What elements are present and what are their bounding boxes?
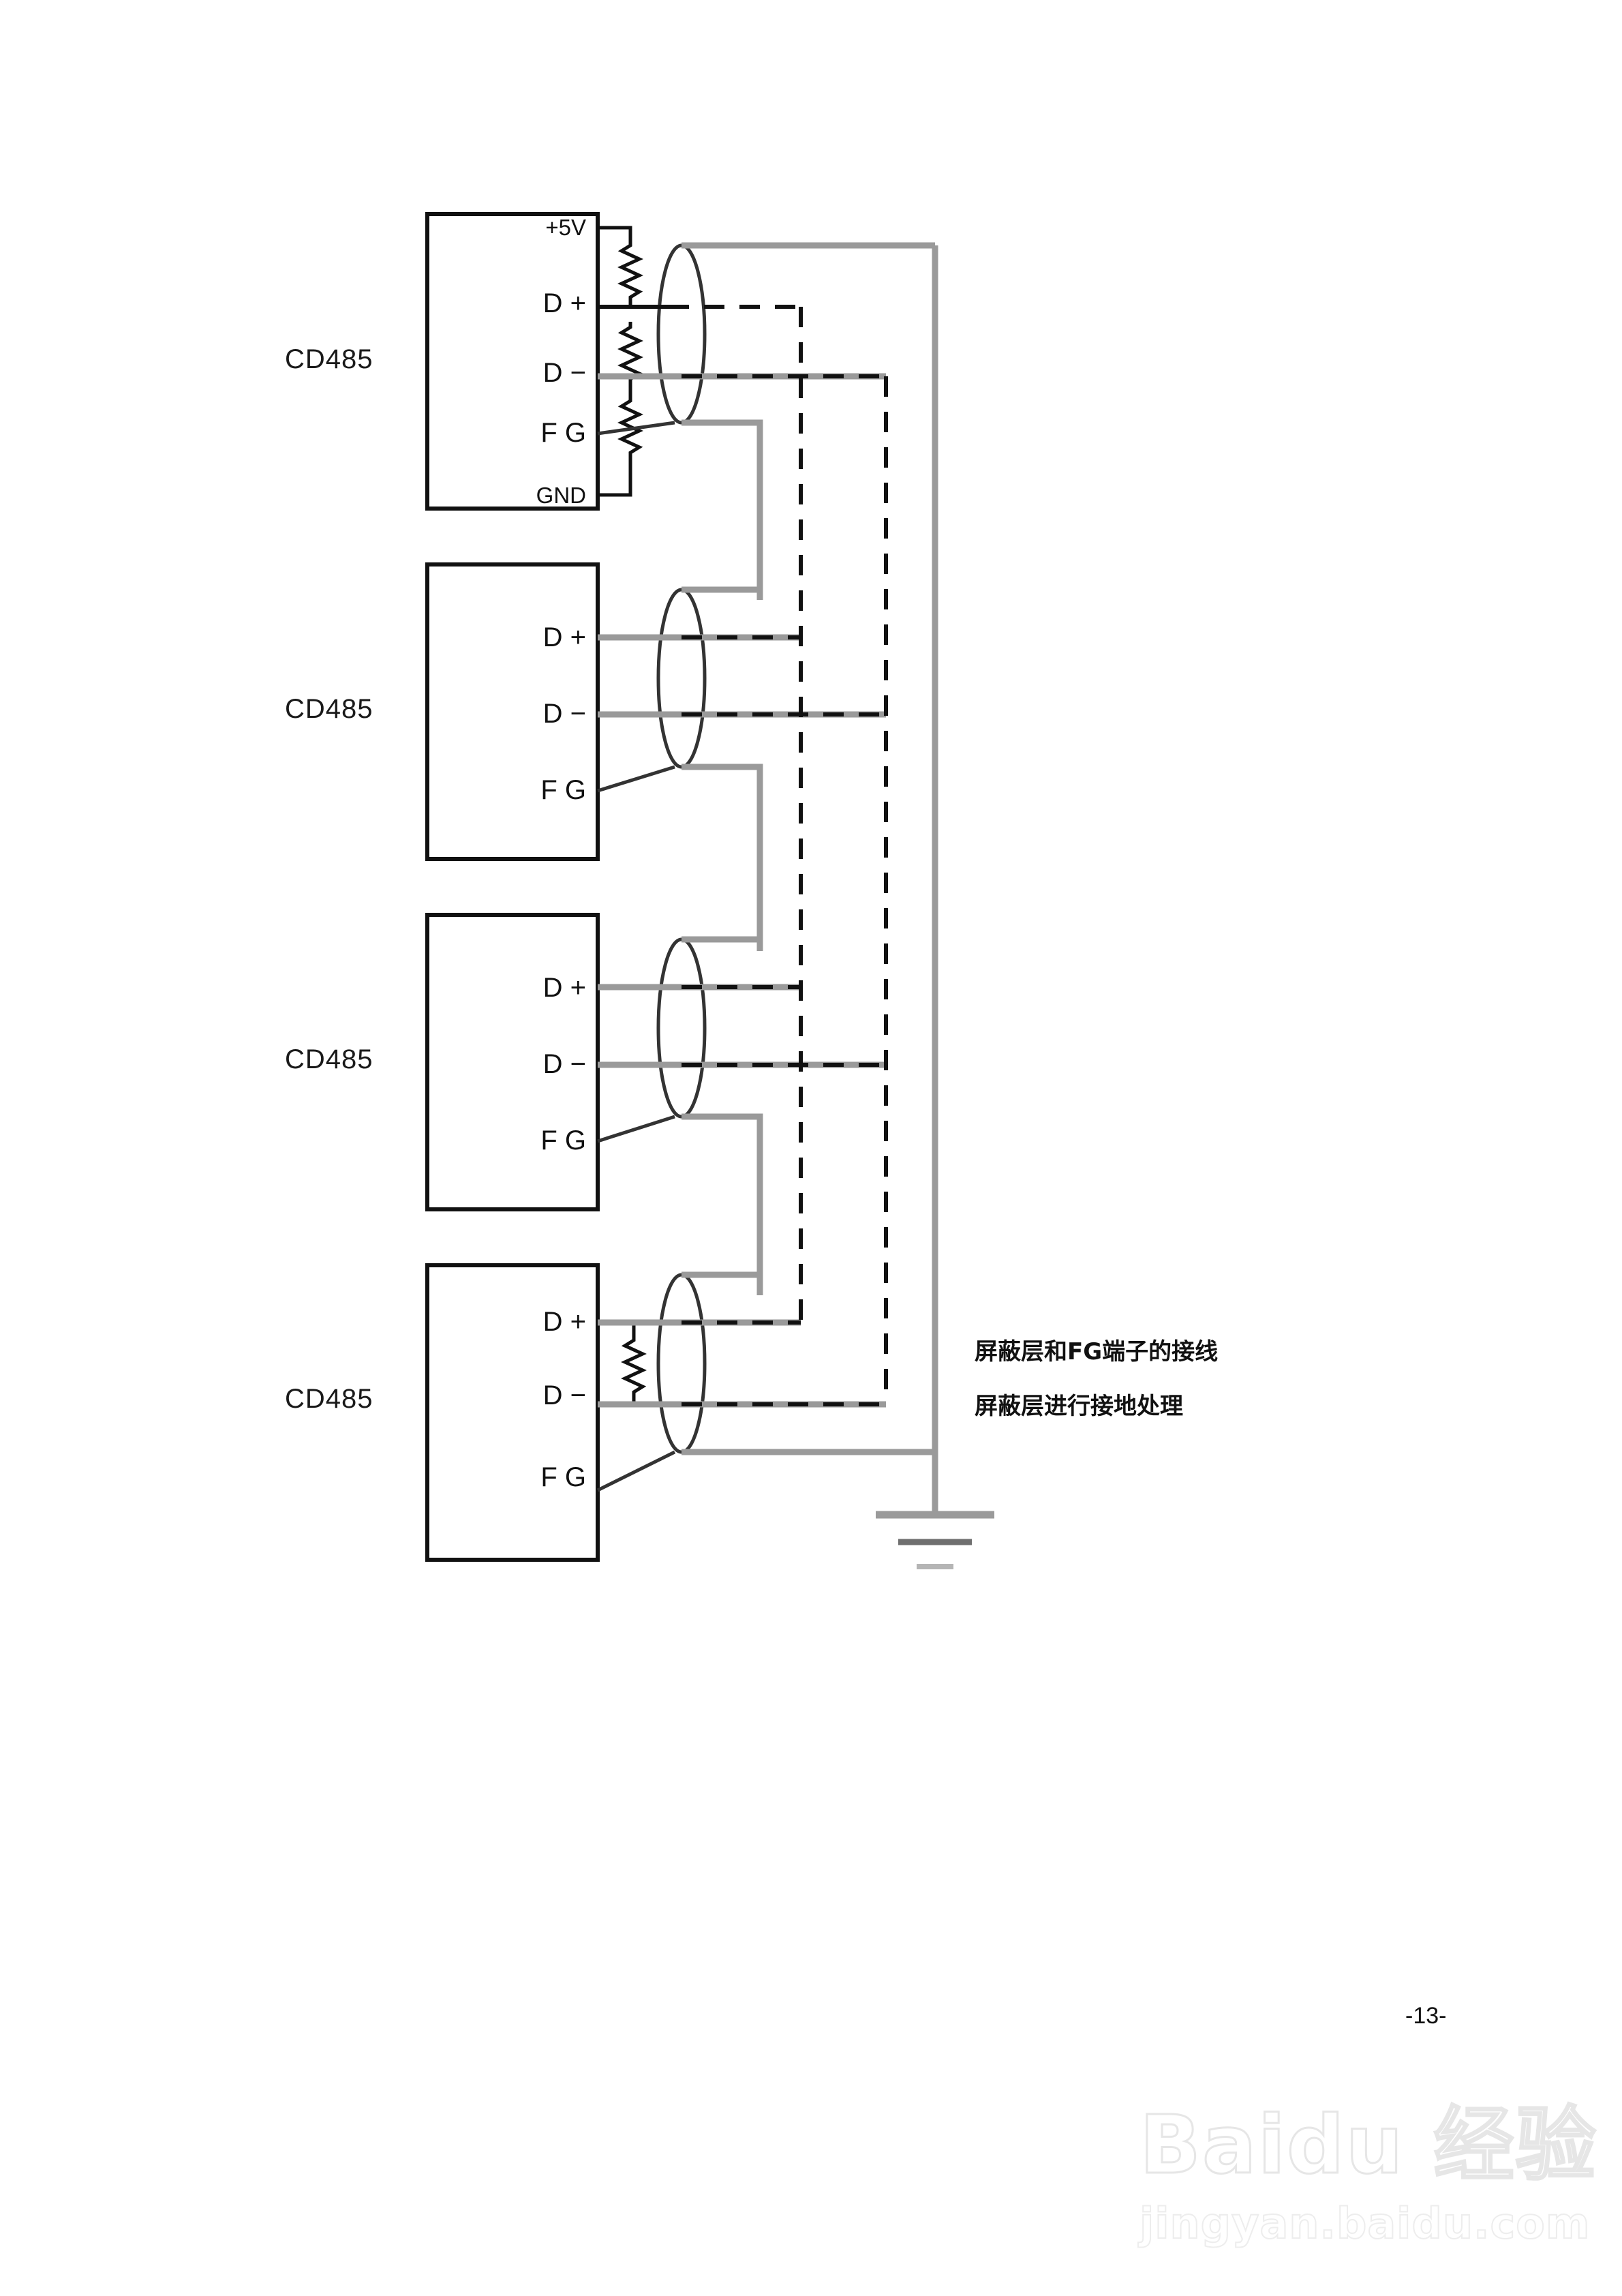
terminal-label-dplus-1: D + — [543, 288, 586, 318]
watermark-url: jingyan.baidu.com — [1139, 2198, 1591, 2249]
device-label-3: CD485 — [285, 1044, 373, 1074]
shield-drop-1 — [682, 419, 763, 600]
fg-lead-2 — [597, 765, 675, 793]
terminal-label-fg-4: F G — [540, 1462, 586, 1492]
terminal-label-dplus-3: D + — [543, 973, 586, 1003]
termination-resistor-box-4 — [625, 1323, 643, 1404]
device-box-3: D + D − F G — [425, 913, 600, 1211]
fg-lead-4 — [596, 1450, 676, 1492]
device-label-4: CD485 — [285, 1384, 373, 1414]
terminal-label-dminus-3: D − — [543, 1049, 586, 1079]
terminal-label-5v: +5V — [545, 215, 586, 240]
terminal-label-gnd: GND — [536, 483, 586, 508]
bias-network-box-1 — [598, 226, 639, 497]
fg-lead-1 — [597, 421, 675, 436]
device-box-1: +5V D + D − F G GND — [425, 212, 600, 511]
fg-lead-3 — [597, 1115, 675, 1143]
terminal-label-dplus-2: D + — [543, 622, 586, 652]
page-number: -13- — [1405, 2003, 1447, 2029]
cable-shield-2 — [656, 588, 707, 769]
device-box-2: D + D − F G — [425, 562, 600, 861]
terminal-label-fg-1: F G — [540, 418, 586, 448]
terminal-label-dminus-4: D − — [543, 1380, 586, 1410]
annotation-shield-fg-wiring: 屏蔽层和FG端子的接线 — [975, 1338, 1219, 1365]
earth-ground-icon — [876, 1511, 994, 1569]
cable-shield-1 — [656, 243, 707, 425]
watermark: Baidu 经验 jingyan.baidu.com — [1139, 2079, 1597, 2250]
terminal-label-dminus-1: D − — [543, 358, 586, 388]
cable-shield-3 — [656, 937, 707, 1119]
watermark-brand: Baidu 经验 — [1139, 2097, 1597, 2193]
terminal-label-dminus-2: D − — [543, 699, 586, 729]
annotation-shield-grounding: 屏蔽层进行接地处理 — [975, 1393, 1183, 1420]
device-label-2: CD485 — [285, 694, 373, 724]
terminal-label-fg-3: F G — [540, 1126, 586, 1155]
device-box-4: D + D − F G — [425, 1263, 600, 1562]
shield-drop-2 — [682, 764, 763, 951]
cable-shield-4 — [656, 1273, 707, 1454]
terminal-label-dplus-4: D + — [543, 1307, 586, 1337]
terminal-label-fg-2: F G — [540, 775, 586, 805]
shield-drop-3 — [682, 1113, 763, 1295]
device-label-1: CD485 — [285, 344, 373, 374]
